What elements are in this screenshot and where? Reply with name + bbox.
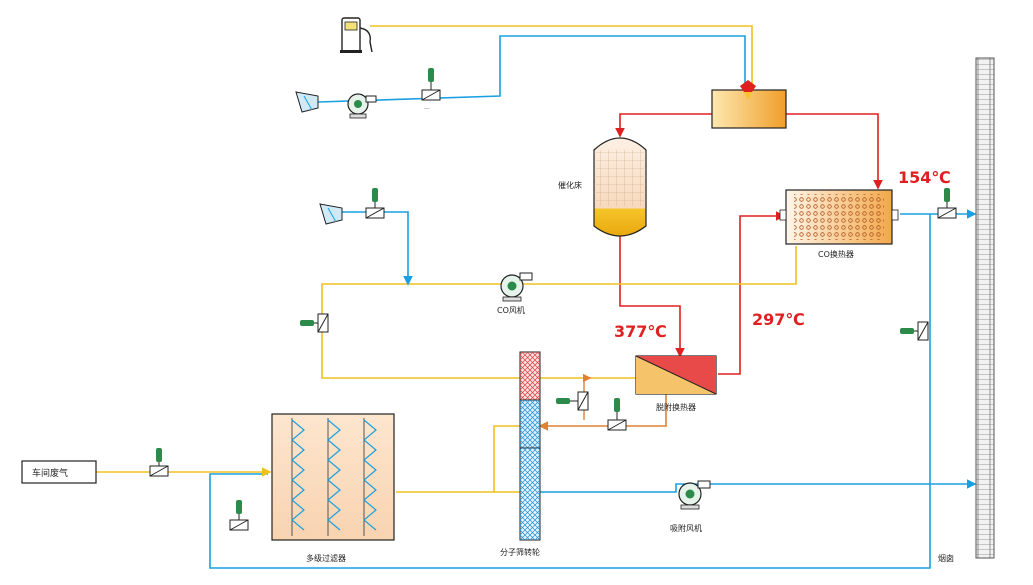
co-fan-label: CO风机 [497,305,525,315]
valve-tiny-label: ---- [424,106,430,111]
adsorption-fan-label: 吸附风机 [670,523,702,533]
fan-icon [678,480,711,510]
valve-icon [421,68,441,101]
valve-icon [300,313,329,333]
burner-to-bed-line [615,113,712,138]
wheel-to-fan-line [540,479,977,493]
fan-icon [500,272,533,302]
catalytic-bed-label: 催化床 [558,180,582,190]
valve-icon [937,188,957,219]
co-heat-exchanger-label: CO换热器 [818,249,854,259]
intake-icon [295,91,319,113]
bed-to-desorption-line [619,236,685,358]
fan-icon [347,93,377,119]
molecular-sieve-wheel [519,351,541,541]
desorption-to-wheel-line [538,394,667,431]
fresh-air-line [340,211,413,286]
burner-air-line [317,35,746,103]
chimney-label: 烟囱 [938,553,954,563]
workshop-exhaust-box [21,460,97,484]
molecular-sieve-wheel-label: 分子筛转轮 [500,547,540,557]
co-loop-line [321,246,797,379]
desorption-to-co-hex-line [718,211,786,375]
temp-desorption: 297℃ [752,310,805,329]
multistage-filter [271,413,395,541]
valve-icon [149,448,169,477]
bypass-line [209,214,931,569]
filter-to-wheel-line [396,425,520,493]
workshop-exhaust-label: 车间废气 [32,467,68,479]
multistage-filter-label: 多级过滤器 [306,553,346,563]
fuel-line [370,25,753,86]
valve-icon [556,391,589,411]
valve-icon [365,188,385,219]
valve-icon [607,398,627,431]
catalytic-bed [593,137,647,237]
burner-flame-icon [740,80,756,100]
burner-to-co-hex-line [786,113,883,190]
desorption-heat-exchanger [635,355,717,395]
temp-co-outlet: 154℃ [898,168,951,187]
valve-icon [229,500,249,531]
co-heat-exchanger [779,189,899,245]
intake-icon [319,203,343,225]
temp-bed-outlet: 377℃ [614,322,667,341]
valve-icon [900,321,929,341]
desorption-heat-exchanger-label: 脱附换热器 [656,402,696,412]
fuel-pump-icon [340,17,373,53]
chimney [975,57,995,559]
